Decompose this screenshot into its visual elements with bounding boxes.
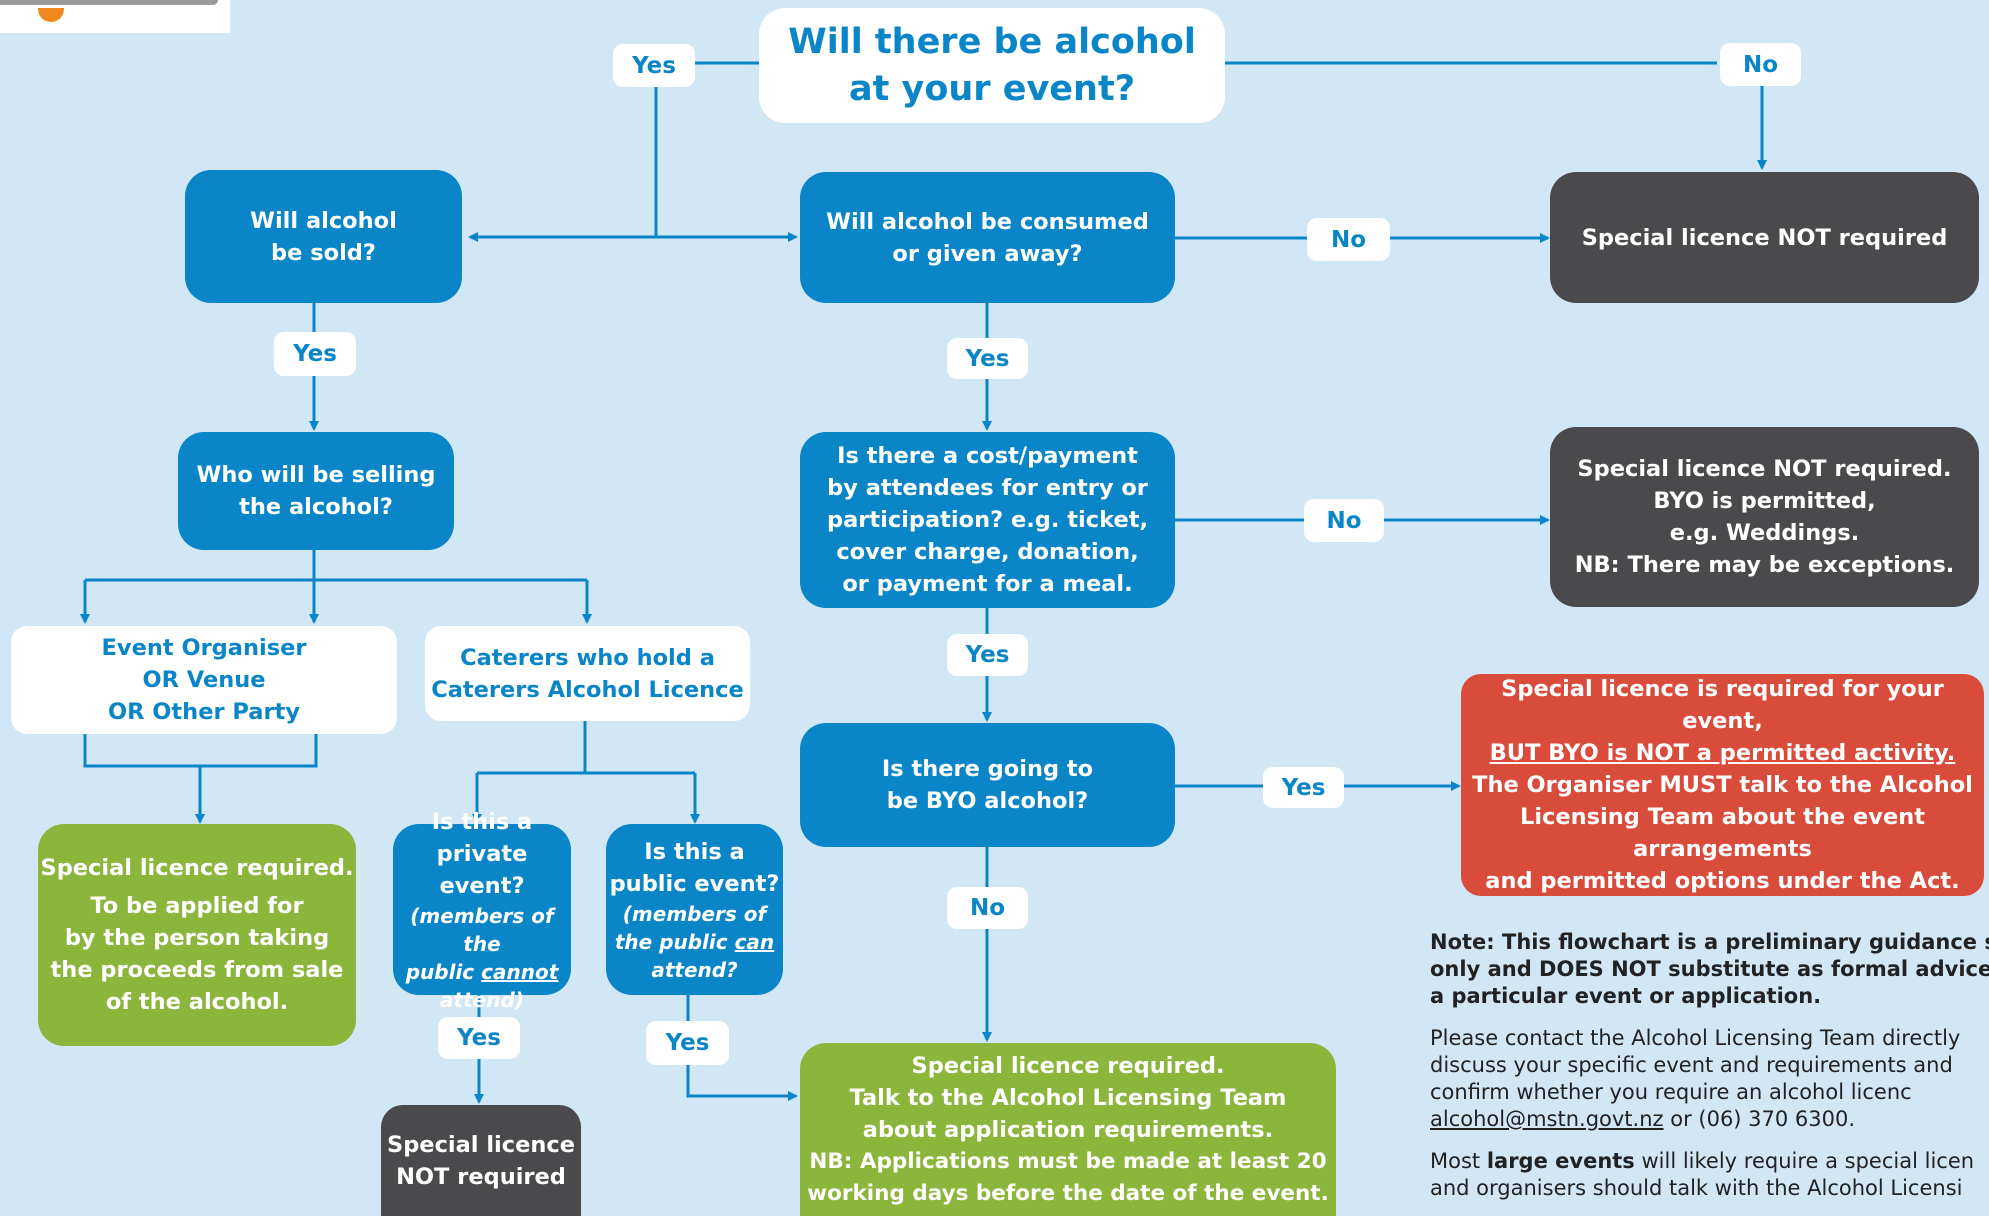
label-yes-byo: Yes — [1263, 767, 1344, 808]
label-no-byo: No — [947, 887, 1028, 929]
warning-line: The Organiser MUST talk to the Alcohol — [1472, 772, 1973, 798]
label-yes-consumed: Yes — [947, 338, 1028, 379]
label-yes-private: Yes — [438, 1017, 520, 1059]
result-line: Special licence — [387, 1131, 575, 1158]
question-alcohol-consumed: Will alcohol be consumed or given away? — [800, 172, 1175, 303]
result-line: e.g. Weddings. — [1669, 520, 1860, 546]
email-link[interactable]: alcohol@mstn.govt.nz — [1430, 1107, 1664, 1131]
question-line: the alcohol? — [239, 494, 393, 520]
question-private-event: Is this a private event? (members of the… — [393, 809, 571, 1012]
result-line: Special licence required. — [911, 1052, 1225, 1079]
note-line: confirm whether you require an alcohol l… — [1430, 1080, 1912, 1104]
phone-text: or (06) 370 6300. — [1663, 1107, 1856, 1131]
result-line: NOT required — [396, 1163, 566, 1190]
result-line: working days before the date of the even… — [807, 1180, 1329, 1206]
question-line: or given away? — [892, 240, 1083, 267]
question-line: public event? — [609, 870, 780, 897]
result-line: Talk to the Alcohol Licensing Team — [849, 1084, 1287, 1111]
question-note: (members of the — [410, 903, 554, 956]
result-not-required: Special licence NOT required — [1550, 172, 1979, 303]
question-line: private event? — [436, 840, 528, 899]
label-yes-cost: Yes — [947, 634, 1028, 676]
note-contact: Please contact the Alcohol Licensing Tea… — [1430, 1025, 1989, 1133]
result-line: To be applied for — [90, 893, 304, 919]
question-line: be BYO alcohol? — [886, 788, 1089, 814]
result-line: Special licence NOT required. — [1577, 456, 1952, 482]
result-licence-required-talk-team: Special licence required. Talk to the Al… — [800, 1043, 1336, 1216]
result-licence-required-organiser: Special licence required. To be applied … — [38, 824, 356, 1046]
label-yes-sold: Yes — [274, 332, 356, 376]
option-line: OR Venue — [142, 667, 266, 693]
question-line: Is this a — [431, 808, 533, 835]
note-line: and organisers should talk with the Alco… — [1430, 1176, 1963, 1200]
question-line: cover charge, donation, — [836, 539, 1139, 565]
question-line: Will there be alcohol — [788, 21, 1196, 62]
result-line: NB: There may be exceptions. — [1574, 552, 1955, 578]
question-line: Is there going to — [881, 756, 1094, 782]
label-no-cost: No — [1304, 499, 1384, 542]
question-who-selling: Who will be selling the alcohol? — [178, 432, 454, 550]
note-line: Please contact the Alcohol Licensing Tea… — [1430, 1026, 1961, 1050]
result-line: BYO is permitted, — [1653, 488, 1876, 514]
label-yes-top: Yes — [613, 44, 695, 87]
result-line: NB: Applications must be made at least 2… — [809, 1148, 1327, 1174]
question-line: be sold? — [271, 239, 376, 266]
result-byo-not-permitted: Special licence is required for your eve… — [1461, 674, 1984, 896]
label-no-top: No — [1720, 43, 1801, 86]
option-line: Event Organiser — [101, 635, 307, 661]
note-line: discuss your specific event and requirem… — [1430, 1053, 1953, 1077]
note-line: a particular event or application. — [1430, 984, 1822, 1008]
note-line: Note: This flowchart is a preliminary gu… — [1430, 930, 1989, 954]
result-line: Special licence required. — [40, 855, 354, 881]
result-line: of the alcohol. — [105, 989, 289, 1015]
option-line: Caterers who hold a — [460, 644, 715, 671]
note-disclaimer: Note: This flowchart is a preliminary gu… — [1430, 929, 1989, 1010]
warning-line: and permitted options under the Act. — [1485, 868, 1960, 894]
note-line: only and DOES NOT substitute as formal a… — [1430, 957, 1989, 981]
warning-line: BUT BYO is NOT a permitted activity. — [1489, 740, 1956, 766]
question-line: Is this a — [644, 838, 745, 865]
question-note: public cannot — [405, 959, 559, 984]
question-line: Is there a cost/payment — [837, 443, 1138, 469]
result-line: Special licence NOT required — [1581, 224, 1948, 251]
question-public-event: Is this a public event? (members of the … — [606, 824, 783, 995]
result-byo-permitted: Special licence NOT required. BYO is per… — [1550, 427, 1979, 607]
question-note: attend) — [440, 987, 524, 1012]
logo-bar — [0, 0, 218, 5]
question-line: Will alcohol — [250, 207, 397, 234]
result-line: about application requirements. — [862, 1116, 1274, 1143]
logo-sun-icon — [38, 8, 64, 22]
council-logo — [0, 0, 230, 33]
question-line: participation? e.g. ticket, — [826, 507, 1149, 533]
option-line: Caterers Alcohol Licence — [431, 676, 744, 703]
question-alcohol-at-event: Will there be alcohol at your event? — [759, 8, 1225, 123]
question-line: Will alcohol be consumed — [826, 208, 1149, 235]
result-private-not-required: Special licence NOT required — [381, 1105, 581, 1216]
question-line: Who will be selling — [196, 462, 436, 488]
warning-line: Licensing Team about the event arrangeme… — [1520, 804, 1925, 862]
question-line: or payment for a meal. — [842, 571, 1133, 597]
disclaimer-note: Note: This flowchart is a preliminary gu… — [1430, 929, 1989, 1216]
label-yes-public: Yes — [646, 1021, 729, 1065]
result-line: by the person taking — [64, 925, 330, 951]
question-line: at your event? — [849, 68, 1135, 109]
question-alcohol-sold: Will alcohol be sold? — [185, 170, 462, 303]
result-line: the proceeds from sale — [50, 957, 344, 983]
option-event-organiser: Event Organiser OR Venue OR Other Party — [11, 626, 397, 734]
question-cost-payment: Is there a cost/payment by attendees for… — [800, 432, 1175, 608]
question-line: by attendees for entry or — [827, 475, 1148, 501]
label-no-consumed: No — [1307, 218, 1390, 261]
question-note: the public can — [614, 929, 775, 954]
question-note: (members of — [622, 901, 767, 926]
question-byo: Is there going to be BYO alcohol? — [800, 723, 1175, 847]
question-note: attend? — [651, 957, 738, 982]
warning-line: Special licence is required for your eve… — [1501, 676, 1944, 734]
option-line: OR Other Party — [108, 699, 300, 725]
option-caterers: Caterers who hold a Caterers Alcohol Lic… — [425, 626, 750, 721]
note-large-events: Most large events will likely require a … — [1430, 1149, 1975, 1200]
